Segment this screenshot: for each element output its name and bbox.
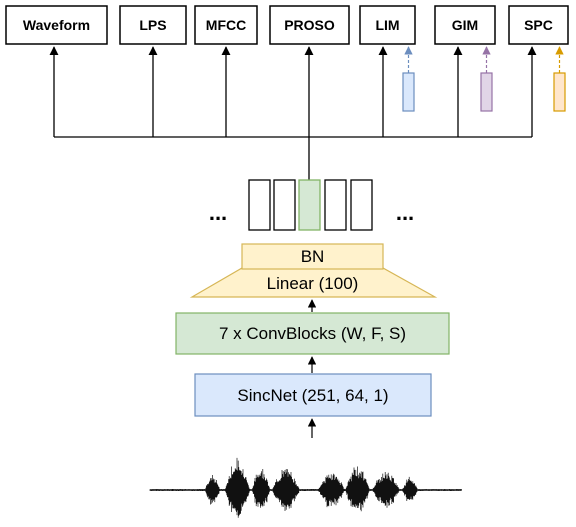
bn-label: BN bbox=[301, 247, 325, 266]
gim-side-input-box bbox=[480, 72, 493, 112]
linear-label: Linear (100) bbox=[267, 274, 359, 293]
worker-waveform: Waveform bbox=[5, 5, 108, 45]
worker-proso: PROSO bbox=[269, 5, 350, 45]
embedding-frame bbox=[273, 179, 296, 231]
gim-side-input bbox=[480, 46, 493, 112]
worker-gim-label: GIM bbox=[452, 17, 478, 33]
worker-waveform-label: Waveform bbox=[23, 17, 90, 33]
sincnet-box bbox=[194, 373, 432, 417]
lim-side-input bbox=[402, 46, 415, 112]
convblocks-label: 7 x ConvBlocks (W, F, S) bbox=[219, 324, 406, 343]
convblocks-box bbox=[175, 312, 450, 355]
embedding-frame bbox=[350, 179, 373, 231]
embedding-right-dots: ... bbox=[396, 200, 414, 225]
worker-lim-label: LIM bbox=[375, 17, 399, 33]
worker-spc-label: SPC bbox=[524, 17, 553, 33]
lim-side-input-box bbox=[402, 72, 415, 112]
sincnet-label: SincNet (251, 64, 1) bbox=[237, 386, 388, 405]
spc-side-input-box bbox=[553, 72, 566, 112]
embedding-frame bbox=[324, 179, 347, 231]
sincnet-block: SincNet (251, 64, 1) bbox=[194, 373, 432, 417]
embedding-frame bbox=[248, 179, 271, 231]
worker-gim: GIM bbox=[434, 5, 496, 45]
convblocks-block: 7 x ConvBlocks (W, F, S) bbox=[175, 312, 450, 355]
bn-linear-block: BN Linear (100) bbox=[189, 243, 438, 298]
worker-lps-label: LPS bbox=[139, 17, 166, 33]
bn-box bbox=[241, 243, 384, 270]
worker-mfcc: MFCC bbox=[194, 5, 258, 45]
input-waveform-graphic bbox=[149, 457, 462, 518]
waveform-trace bbox=[149, 457, 462, 518]
embedding-left-dots: ... bbox=[209, 200, 227, 225]
worker-lps: LPS bbox=[119, 5, 187, 45]
worker-bus bbox=[49, 46, 537, 180]
worker-proso-label: PROSO bbox=[284, 17, 335, 33]
embedding-frames: ... ... bbox=[209, 179, 414, 231]
embedding-frame-highlighted bbox=[298, 179, 321, 231]
spc-side-input bbox=[553, 46, 566, 112]
worker-spc: SPC bbox=[508, 5, 569, 45]
worker-lim: LIM bbox=[359, 5, 416, 45]
worker-mfcc-label: MFCC bbox=[206, 17, 246, 33]
